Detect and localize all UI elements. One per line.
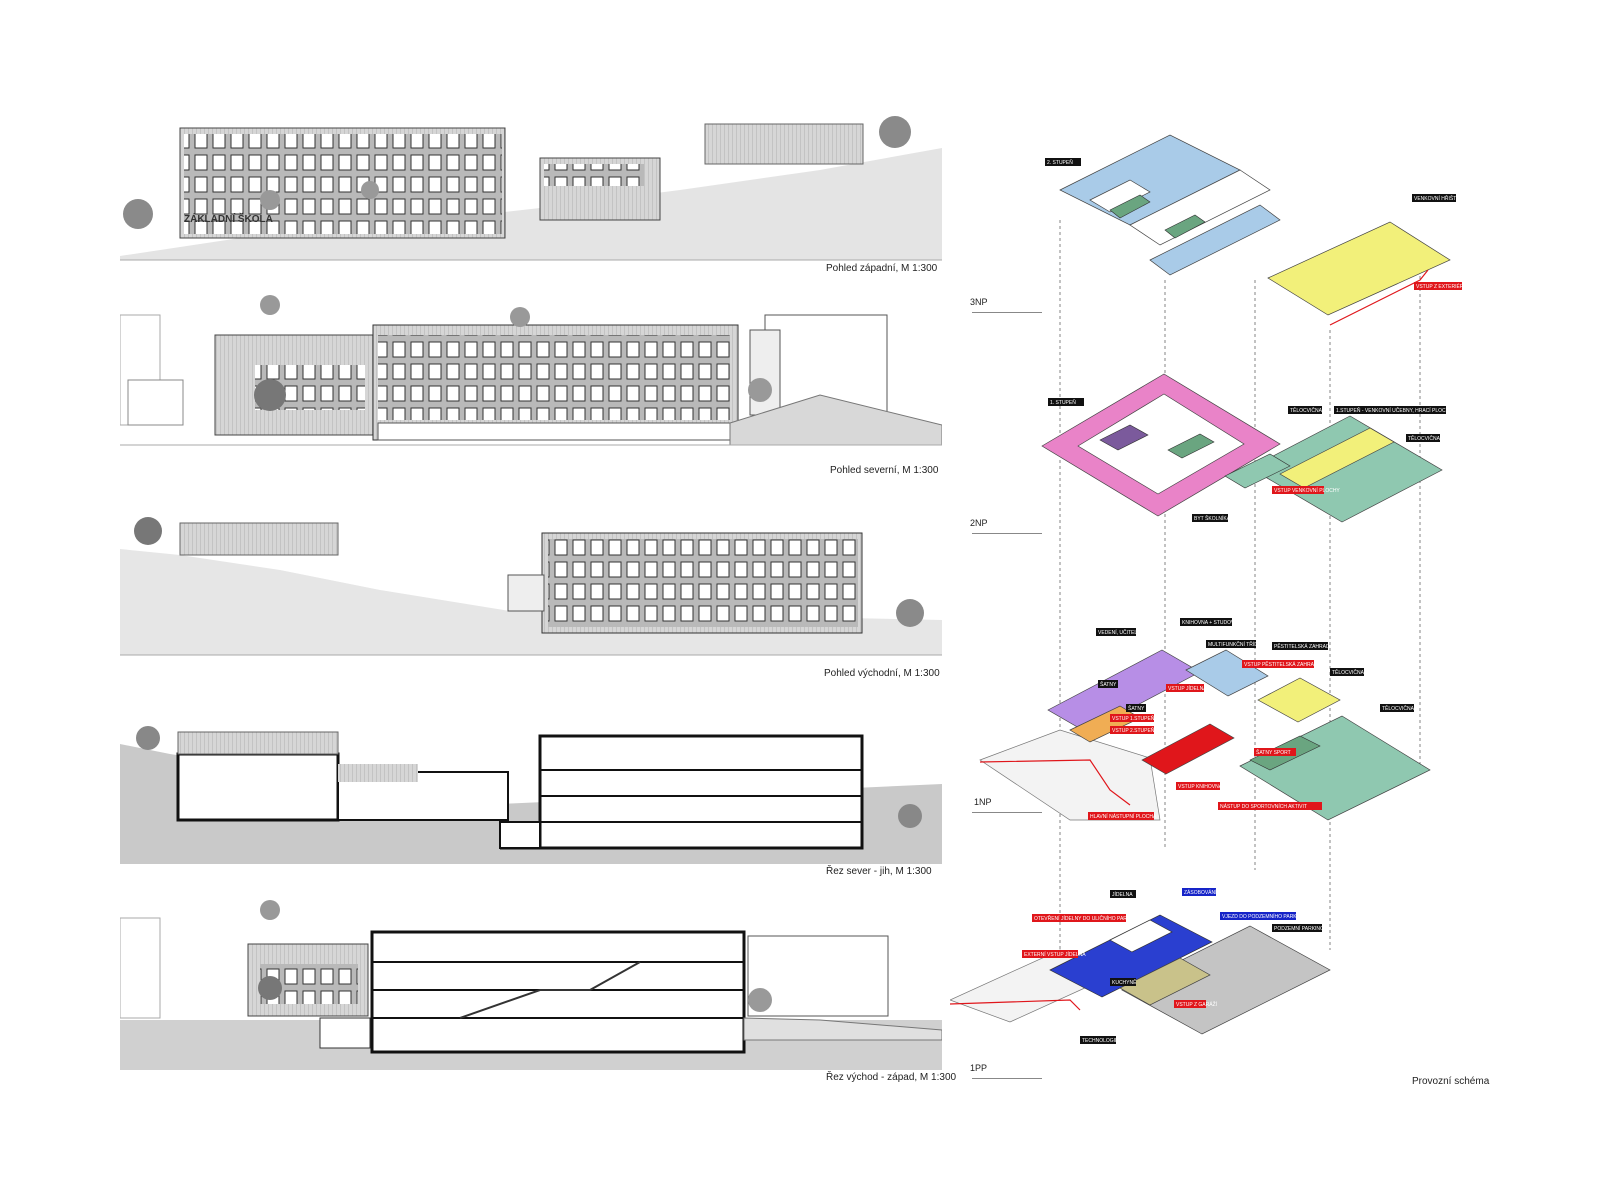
operational-schema: 2. STUPEŇ VENKOVNÍ HŘIŠTĚ VSTUP Z EXTERI… <box>949 130 1480 1090</box>
floor-1np <box>979 649 1431 821</box>
svg-text:HLAVNÍ NÁSTUPNÍ PLOCHA: HLAVNÍ NÁSTUPNÍ PLOCHA <box>1090 813 1157 820</box>
svg-text:KNIHOVNA + STUDOVNA: KNIHOVNA + STUDOVNA <box>1182 620 1242 626</box>
tag-1pp-canteen-open: OTEVŘENÍ JÍDELNY DO ULIČNÍHO PARTERU <box>1032 914 1141 922</box>
caption-west: Pohled západní, M 1:300 <box>826 263 938 274</box>
school-sign: ZÁKLADNÍ ŠKOLA <box>184 212 273 225</box>
tag-1pp-kitchen: KUCHYNĚ <box>1110 978 1137 986</box>
caption-north: Pohled severní, M 1:300 <box>830 465 939 476</box>
tag-1pp-parking: PODZEMNÍ PARKING <box>1272 924 1324 932</box>
tag-2np-outdoor: 1.STUPEŇ - VENKOVNÍ UČEBNY, HRACÍ PLOCHY <box>1334 406 1453 414</box>
tag-1pp-supply: ZÁSOBOVÁNÍ <box>1182 888 1217 896</box>
tag-1pp-garage-entry: VSTUP Z GARÁŽÍ <box>1174 1000 1218 1008</box>
svg-text:MULTIFUNKČNÍ TŘÍDA: MULTIFUNKČNÍ TŘÍDA <box>1208 640 1262 648</box>
svg-text:VSTUP KNIHOVNA: VSTUP KNIHOVNA <box>1178 784 1223 790</box>
floor-3np <box>1059 134 1451 326</box>
floor-label-1np: 1NP <box>974 797 992 807</box>
floor-1pp <box>949 914 1331 1035</box>
floor-line-1np <box>972 812 1042 813</box>
svg-text:JÍDELNA: JÍDELNA <box>1112 891 1133 898</box>
svg-text:TECHNOLOGIE: TECHNOLOGIE <box>1082 1038 1119 1044</box>
tag-1pp-ext-entry: EXTERNÍ VSTUP JÍDELNA <box>1022 950 1086 958</box>
svg-text:BYT ŠKOLNÍKA: BYT ŠKOLNÍKA <box>1194 515 1231 522</box>
tag-1np-management: VEDENÍ, UČITELÉ <box>1096 628 1141 636</box>
svg-text:EXTERNÍ VSTUP JÍDELNA: EXTERNÍ VSTUP JÍDELNA <box>1024 951 1086 958</box>
svg-text:ŠATNY: ŠATNY <box>1128 705 1145 712</box>
tag-1np-library: KNIHOVNA + STUDOVNA <box>1180 618 1242 626</box>
svg-text:VSTUP VENKOVNÍ PLOCHY: VSTUP VENKOVNÍ PLOCHY <box>1274 487 1340 494</box>
caption-east: Pohled východní, M 1:300 <box>824 668 940 679</box>
caption-section-ew: Řez východ - západ, M 1:300 <box>826 1072 957 1083</box>
svg-text:VSTUP JÍDELNA: VSTUP JÍDELNA <box>1168 685 1207 692</box>
tag-1np-gym1: TĚLOCVIČNA 1 <box>1380 704 1418 712</box>
svg-text:VSTUP Z EXTERIÉRU: VSTUP Z EXTERIÉRU <box>1416 283 1467 290</box>
svg-text:VENKOVNÍ HŘIŠTĚ: VENKOVNÍ HŘIŠTĚ <box>1414 194 1460 202</box>
floor-line-1pp <box>972 1078 1042 1079</box>
tag-1np-multi: MULTIFUNKČNÍ TŘÍDA <box>1206 640 1262 648</box>
tag-2np-caretaker: BYT ŠKOLNÍKA <box>1192 514 1231 522</box>
floor-label-2np: 2NP <box>970 518 988 528</box>
section-north-south <box>120 724 942 864</box>
svg-text:NÁSTUP DO SPORTOVNÍCH AKTIVIT: NÁSTUP DO SPORTOVNÍCH AKTIVIT <box>1220 803 1307 810</box>
svg-text:VSTUP 2.STUPEŇ: VSTUP 2.STUPEŇ <box>1112 727 1155 734</box>
floor-line-3np <box>972 312 1042 313</box>
floor-line-2np <box>972 533 1042 534</box>
svg-text:ŠATNY SPORT: ŠATNY SPORT <box>1256 749 1291 756</box>
tag-1pp-tech: TECHNOLOGIE <box>1080 1036 1119 1044</box>
tag-2np-entry-outdoor: VSTUP VENKOVNÍ PLOCHY <box>1272 486 1340 494</box>
svg-text:ŠATNY: ŠATNY <box>1100 681 1117 688</box>
svg-text:TĚLOCVIČNA 1: TĚLOCVIČNA 1 <box>1408 434 1444 442</box>
caption-schema: Provozní schéma <box>1412 1076 1490 1087</box>
section-ns-school <box>538 734 864 850</box>
floor-2np <box>1041 373 1443 523</box>
svg-text:TĚLOCVIČNA 1: TĚLOCVIČNA 1 <box>1382 704 1418 712</box>
svg-text:TĚLOCVIČNA 2: TĚLOCVIČNA 2 <box>1332 668 1368 676</box>
north-elevation <box>120 295 942 465</box>
svg-text:VEDENÍ, UČITELÉ: VEDENÍ, UČITELÉ <box>1098 629 1141 636</box>
tag-1pp-parking-entry: VJEZD DO PODZEMNÍHO PARKINGU <box>1220 912 1310 920</box>
tag-1np-entry-library: VSTUP KNIHOVNA <box>1176 782 1223 790</box>
east-elevation <box>120 515 942 675</box>
tag-1np-entry-canteen: VSTUP JÍDELNA <box>1166 684 1207 692</box>
svg-text:VSTUP PĚSTITELSKÁ ZAHRADA: VSTUP PĚSTITELSKÁ ZAHRADA <box>1244 660 1322 668</box>
svg-text:ZÁSOBOVÁNÍ: ZÁSOBOVÁNÍ <box>1184 889 1217 896</box>
tag-3np-stage2: 2. STUPEŇ <box>1045 158 1081 166</box>
tag-1np-wardrobe-a: ŠATNY <box>1098 680 1118 688</box>
section-ew-school <box>370 930 746 1054</box>
svg-text:PODZEMNÍ PARKING: PODZEMNÍ PARKING <box>1274 925 1324 932</box>
west-elevation: ZÁKLADNÍ ŠKOLA <box>120 108 942 268</box>
tag-1np-wardrobe-b: ŠATNY <box>1126 704 1146 712</box>
tag-1np-entry-garden: VSTUP PĚSTITELSKÁ ZAHRADA <box>1242 660 1322 668</box>
tag-2np-gym1: TĚLOCVIČNA 1 <box>1406 434 1444 442</box>
svg-text:1. STUPEŇ: 1. STUPEŇ <box>1050 399 1076 406</box>
section-east-west <box>120 900 942 1070</box>
svg-text:VJEZD DO PODZEMNÍHO PARKINGU: VJEZD DO PODZEMNÍHO PARKINGU <box>1222 913 1310 920</box>
svg-text:OTEVŘENÍ JÍDELNY DO ULIČNÍHO P: OTEVŘENÍ JÍDELNY DO ULIČNÍHO PARTERU <box>1034 914 1141 922</box>
tag-2np-gym2: TĚLOCVIČNA 2 <box>1288 406 1326 414</box>
svg-text:VSTUP 1.STUPEŇ: VSTUP 1.STUPEŇ <box>1112 715 1155 722</box>
tag-1np-sport: NÁSTUP DO SPORTOVNÍCH AKTIVIT <box>1218 802 1322 810</box>
floor-label-3np: 3NP <box>970 297 988 307</box>
svg-text:PĚSTITELSKÁ ZAHRADA: PĚSTITELSKÁ ZAHRADA <box>1274 642 1334 650</box>
tag-1np-entry-stage2: VSTUP 2.STUPEŇ <box>1110 726 1155 734</box>
tag-1np-garden: PĚSTITELSKÁ ZAHRADA <box>1272 642 1334 650</box>
tag-1np-entry-stage1: VSTUP 1.STUPEŇ <box>1110 714 1155 722</box>
floor-label-1pp: 1PP <box>970 1063 988 1073</box>
svg-text:KUCHYNĚ: KUCHYNĚ <box>1112 978 1137 986</box>
svg-text:TĚLOCVIČNA 2: TĚLOCVIČNA 2 <box>1290 406 1326 414</box>
tag-1np-main-square: HLAVNÍ NÁSTUPNÍ PLOCHA <box>1088 812 1157 820</box>
tag-1np-gym2: TĚLOCVIČNA 2 <box>1330 668 1368 676</box>
svg-text:VSTUP Z GARÁŽÍ: VSTUP Z GARÁŽÍ <box>1176 1000 1218 1008</box>
svg-text:2. STUPEŇ: 2. STUPEŇ <box>1047 159 1073 166</box>
tag-1np-sport-wardrobe: ŠATNY SPORT <box>1254 748 1296 756</box>
tag-1pp-canteen: JÍDELNA <box>1110 890 1136 898</box>
tag-2np-stage1: 1. STUPEŇ <box>1048 398 1084 406</box>
caption-section-ns: Řez sever - jih, M 1:300 <box>826 866 932 877</box>
tag-3np-pitch: VENKOVNÍ HŘIŠTĚ <box>1412 194 1460 202</box>
tag-3np-entry: VSTUP Z EXTERIÉRU <box>1414 282 1467 290</box>
svg-text:1.STUPEŇ - VENKOVNÍ UČEBNY, HR: 1.STUPEŇ - VENKOVNÍ UČEBNY, HRACÍ PLOCHY <box>1336 407 1453 414</box>
